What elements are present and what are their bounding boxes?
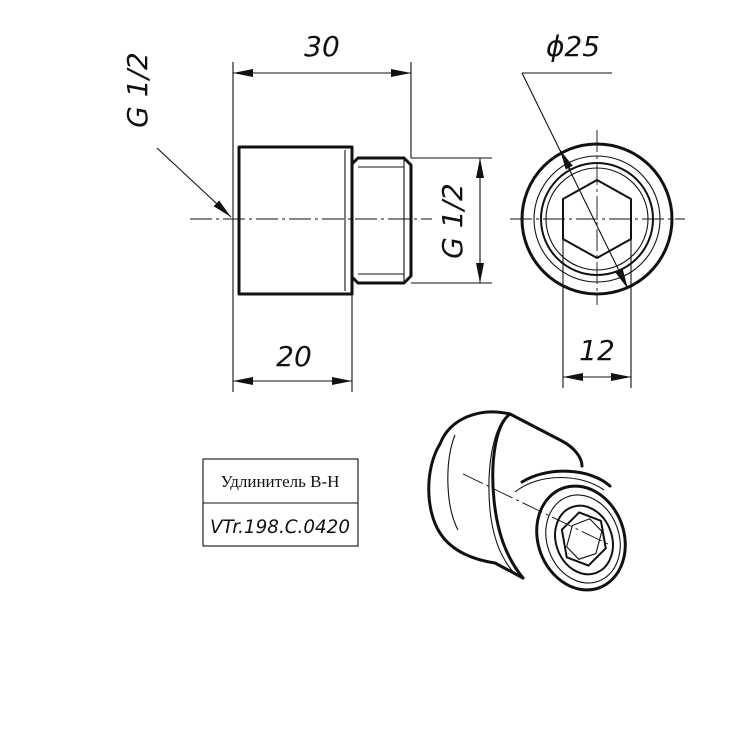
spigot-outline [350, 156, 413, 285]
iso-front-outer [535, 484, 627, 592]
side-view: ϕ25 12 [510, 30, 685, 388]
dim-outer-diameter: ϕ25 [546, 30, 600, 63]
dim-overall-length: 30 [304, 30, 340, 63]
iso-body-bottom [427, 442, 525, 580]
leader-thread-internal [156, 147, 232, 218]
dim-thread-external: G 1/2 [436, 183, 469, 259]
dim-hex-size: 12 [579, 334, 615, 367]
dia-arrow-top [559, 149, 573, 170]
iso-shoulder-inner [488, 419, 516, 575]
dim-thread-internal: G 1/2 [121, 52, 154, 128]
iso-front-bore [554, 504, 614, 576]
iso-spigot-top [520, 469, 612, 488]
iso-body-top [438, 410, 584, 468]
part-code: VTr.198.C.0420 [210, 516, 350, 538]
iso-spigot-top-2 [514, 477, 605, 493]
dia-leader [521, 72, 629, 290]
iso-front-chamfer [545, 494, 621, 584]
front-view: 30 20 G 1/2 G 1/2 [121, 30, 492, 392]
iso-body-shade [447, 434, 459, 531]
iso-shoulder [491, 412, 525, 580]
part-name: Удлинитель В-Н [221, 472, 340, 491]
iso-axis [462, 473, 611, 546]
title-block: Удлинитель В-Н VTr.198.C.0420 [202, 458, 359, 547]
body-outline [237, 145, 354, 296]
iso-hex-socket-inner [566, 518, 603, 560]
dim-body-length: 20 [276, 340, 312, 373]
iso-hex-socket [560, 511, 607, 567]
isometric-view [427, 410, 627, 592]
